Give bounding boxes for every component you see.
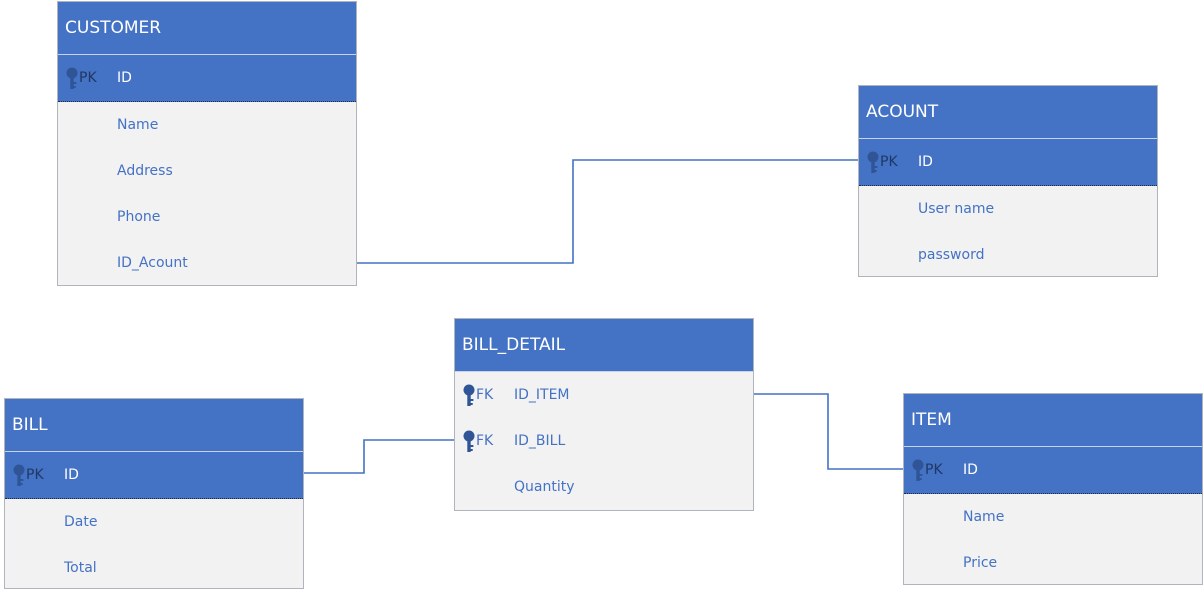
field-row[interactable]: Date	[5, 499, 303, 545]
fk-label: FK	[476, 433, 494, 449]
field-row[interactable]: Quantity	[455, 464, 753, 510]
field-id: ID	[117, 70, 132, 86]
field-row[interactable]: password	[859, 232, 1157, 278]
field-phone: Phone	[117, 209, 161, 225]
field-row[interactable]: ID_Acount	[58, 240, 356, 286]
fk-label: FK	[476, 387, 494, 403]
field-address: Address	[117, 163, 173, 179]
field-total: Total	[64, 560, 97, 576]
key-icon	[463, 430, 475, 452]
field-user-name: User name	[918, 201, 995, 217]
field-row[interactable]: Address	[58, 148, 356, 194]
field-date: Date	[64, 514, 98, 530]
entity-item[interactable]: ITEM PK ID Name Price	[903, 393, 1203, 585]
field-id: ID	[64, 467, 79, 483]
key-icon	[912, 459, 924, 481]
pk-label: PK	[79, 70, 97, 86]
entity-bill-detail[interactable]: BILL_DETAIL FK ID_ITEM FK ID_BILL Quanti…	[454, 318, 754, 511]
field-row[interactable]: Price	[904, 540, 1202, 586]
field-id-item: ID_ITEM	[514, 387, 570, 403]
pk-label: PK	[925, 462, 943, 478]
entity-title: ITEM	[904, 394, 1202, 447]
pk-row[interactable]: PK ID	[58, 55, 356, 102]
field-row[interactable]: Name	[904, 494, 1202, 540]
pk-row[interactable]: PK ID	[904, 447, 1202, 494]
entity-title: BILL_DETAIL	[455, 319, 753, 372]
entity-title: ACOUNT	[859, 86, 1157, 139]
connector-customer-acount	[357, 159, 858, 264]
key-icon	[13, 464, 25, 486]
field-row[interactable]: Total	[5, 545, 303, 591]
entity-bill[interactable]: BILL PK ID Date Total	[4, 398, 304, 589]
pk-label: PK	[880, 154, 898, 170]
field-row[interactable]: User name	[859, 186, 1157, 232]
entity-title: CUSTOMER	[58, 2, 356, 55]
field-id: ID	[963, 462, 978, 478]
pk-row[interactable]: PK ID	[859, 139, 1157, 186]
entity-title: BILL	[5, 399, 303, 452]
field-row[interactable]: Name	[58, 102, 356, 148]
field-name: Name	[117, 117, 159, 133]
field-id: ID	[918, 154, 933, 170]
field-price: Price	[963, 555, 998, 571]
field-quantity: Quantity	[514, 479, 575, 495]
field-password: password	[918, 247, 985, 263]
field-id-acount: ID_Acount	[117, 255, 188, 271]
pk-row[interactable]: PK ID	[5, 452, 303, 499]
key-icon	[66, 67, 78, 89]
field-name: Name	[963, 509, 1005, 525]
fk-row[interactable]: FK ID_ITEM	[455, 372, 753, 418]
fk-row[interactable]: FK ID_BILL	[455, 418, 753, 464]
connector-bill-billdetail	[304, 439, 454, 474]
key-icon	[463, 384, 475, 406]
entity-customer[interactable]: CUSTOMER PK ID Name Address Phone ID_Aco…	[57, 1, 357, 286]
key-icon	[867, 151, 879, 173]
connector-billdetail-item	[753, 393, 903, 470]
entity-acount[interactable]: ACOUNT PK ID User name password	[858, 85, 1158, 277]
pk-label: PK	[26, 467, 44, 483]
field-row[interactable]: Phone	[58, 194, 356, 240]
field-id-bill: ID_BILL	[514, 433, 566, 449]
